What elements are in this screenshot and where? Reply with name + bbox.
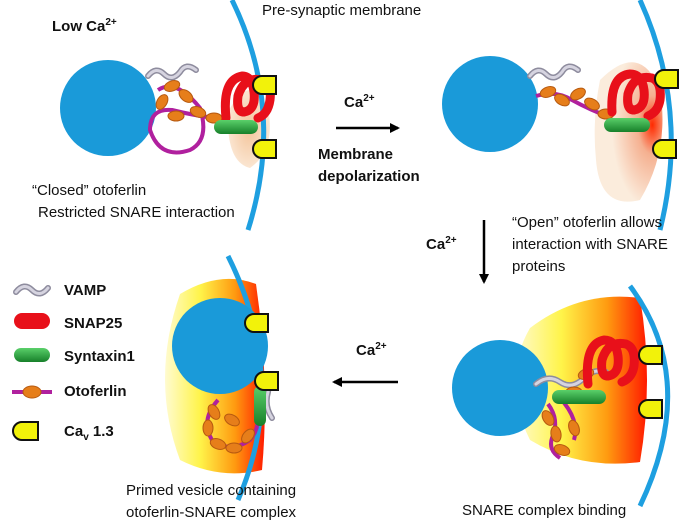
cav13-channel (652, 69, 679, 159)
snap25-protein (582, 335, 639, 389)
snap25-icon (14, 313, 50, 329)
closed-caption-1: “Closed” otoferlin (32, 182, 147, 199)
syntaxin1-protein (604, 118, 650, 132)
open-caption-1: “Open” otoferlin allows (512, 214, 663, 231)
closed-caption-2: Restricted SNARE interaction (38, 204, 235, 221)
cav13-icon (12, 421, 39, 441)
open-caption-3: proteins (512, 258, 566, 275)
primed-caption-1: Primed vesicle containing (126, 482, 297, 499)
snap25-protein (220, 71, 275, 123)
low-calcium-label: Low Ca2+ (52, 17, 117, 36)
synaptic-vesicle (452, 340, 548, 436)
ca-right-label: Ca2+ (426, 235, 457, 254)
synaptic-vesicle (442, 56, 538, 152)
panel-closed (60, 0, 277, 231)
legend-label-cav13: Cav 1.3 (64, 423, 114, 443)
depolarization-line-2: depolarization (318, 168, 420, 185)
depolarization-line-1: Membrane (318, 146, 394, 163)
vamp-icon (13, 283, 51, 297)
snare-caption: SNARE complex binding (462, 502, 627, 519)
ca-top-label: Ca2+ (344, 93, 375, 112)
otoferlin-icon (12, 385, 52, 399)
syntaxin1-icon (14, 348, 50, 362)
presynaptic-membrane (627, 284, 671, 508)
otoferlin-beads (539, 86, 615, 120)
legend-icons (12, 283, 52, 441)
legend-label-syntaxin1: Syntaxin1 (64, 348, 135, 365)
panel-snare-binding (452, 284, 671, 508)
cav13-channel (244, 313, 279, 391)
legend-label-snap25: SNAP25 (64, 315, 123, 332)
syntaxin1-protein (214, 120, 258, 134)
primed-caption-2: otoferlin-SNARE complex (126, 504, 297, 521)
panel-open (442, 0, 679, 231)
legend-label-vamp: VAMP (64, 282, 107, 299)
syntaxin1-protein (552, 390, 606, 404)
open-caption-2: interaction with SNARE (512, 236, 668, 253)
panel-primed (165, 254, 279, 501)
legend-label-otoferlin: Otoferlin (64, 383, 127, 400)
cav13-channel (252, 75, 277, 159)
snap25-protein (607, 69, 665, 121)
presynaptic-membrane (637, 0, 674, 231)
ca-bottom-label: Ca2+ (356, 341, 387, 360)
otoferlin-beads (202, 404, 255, 454)
synaptic-vesicle (60, 60, 156, 156)
cav13-channel (638, 345, 663, 419)
syntaxin1-protein (254, 386, 266, 426)
membrane-label: Pre-synaptic membrane (262, 2, 422, 19)
synaptic-vesicle (172, 298, 268, 394)
